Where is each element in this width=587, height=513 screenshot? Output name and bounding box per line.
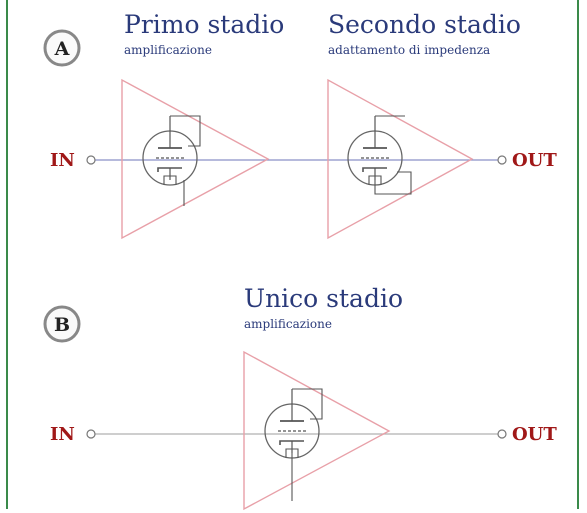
single-stage-title: Unico stadio (244, 284, 403, 313)
badge-b: B (43, 305, 81, 343)
badge-a-label: A (54, 38, 70, 60)
output-label-a: OUT (512, 150, 557, 171)
input-label-b: IN (50, 424, 75, 445)
vacuum-tube-icon (347, 115, 412, 195)
input-label-a: IN (50, 150, 75, 171)
amplifier-triangle-icon (243, 350, 391, 511)
single-stage-subtitle: amplificazione (244, 317, 332, 331)
diagram-frame (6, 0, 579, 509)
output-label-b: OUT (512, 424, 557, 445)
stage2-subtitle: adattamento di impedenza (328, 43, 490, 57)
stage2-title: Secondo stadio (328, 10, 521, 39)
amplifier-triangle-icon (327, 78, 474, 240)
vacuum-tube-icon (142, 115, 201, 206)
badge-a: A (43, 29, 81, 67)
amplifier-triangle-icon (121, 78, 270, 240)
wire-a (86, 155, 507, 165)
stage1-title: Primo stadio (124, 10, 284, 39)
wire-b (86, 429, 507, 439)
stage1-subtitle: amplificazione (124, 43, 212, 57)
badge-b-label: B (54, 314, 70, 336)
vacuum-tube-icon (264, 388, 323, 501)
